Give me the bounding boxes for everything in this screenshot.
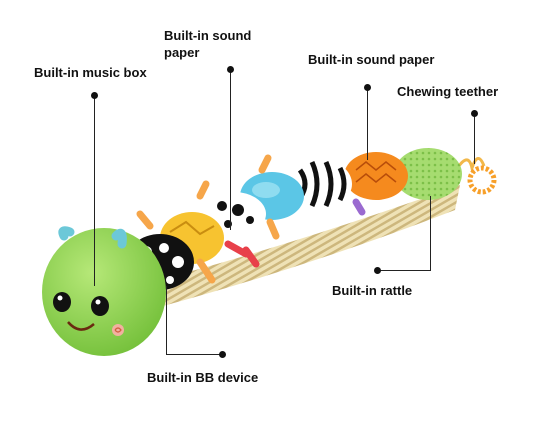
callout-dot-bb: [219, 351, 226, 358]
callout-line-teether: [474, 114, 475, 164]
callout-line-rattle-horizontal: [378, 270, 431, 271]
callout-line-sound-paper-2: [367, 88, 368, 160]
callout-dot-music-box: [91, 92, 98, 99]
body-ribs: [120, 185, 460, 315]
callout-line-rattle-vertical: [430, 196, 431, 270]
legs: [136, 154, 366, 284]
segment-orange: [344, 152, 408, 200]
label-sound-paper-1-line2: paper: [164, 45, 200, 60]
antenna-left: [58, 226, 75, 241]
mouth: [67, 321, 95, 331]
label-teether: Chewing teether: [397, 84, 499, 99]
segment-green: [394, 148, 462, 200]
label-rattle: Built-in rattle: [332, 283, 413, 298]
label-sound-paper-2: Built-in sound paper: [308, 52, 435, 67]
callout-dot-rattle: [374, 267, 381, 274]
callout-line-bb-horizontal: [166, 354, 222, 355]
cheek: [112, 324, 124, 336]
callout-dot-sound-paper-2: [364, 84, 371, 91]
teether-ring: [453, 157, 497, 195]
callout-line-bb-vertical: [166, 286, 167, 354]
callout-line-sound-paper-1: [230, 70, 231, 230]
callout-dot-sound-paper-1: [227, 66, 234, 73]
segment-zebra: [292, 160, 352, 208]
label-bb-device: Built-in BB device: [147, 370, 259, 385]
caterpillar-head: [42, 226, 166, 356]
label-music-box: Built-in music box: [34, 65, 147, 80]
callout-line-music-box: [94, 96, 95, 286]
antenna-right: [111, 228, 127, 249]
callout-dot-teether: [471, 110, 478, 117]
eye-right: [91, 296, 109, 316]
label-sound-paper-1-line1: Built-in sound: [164, 28, 252, 43]
eye-left: [53, 292, 71, 312]
